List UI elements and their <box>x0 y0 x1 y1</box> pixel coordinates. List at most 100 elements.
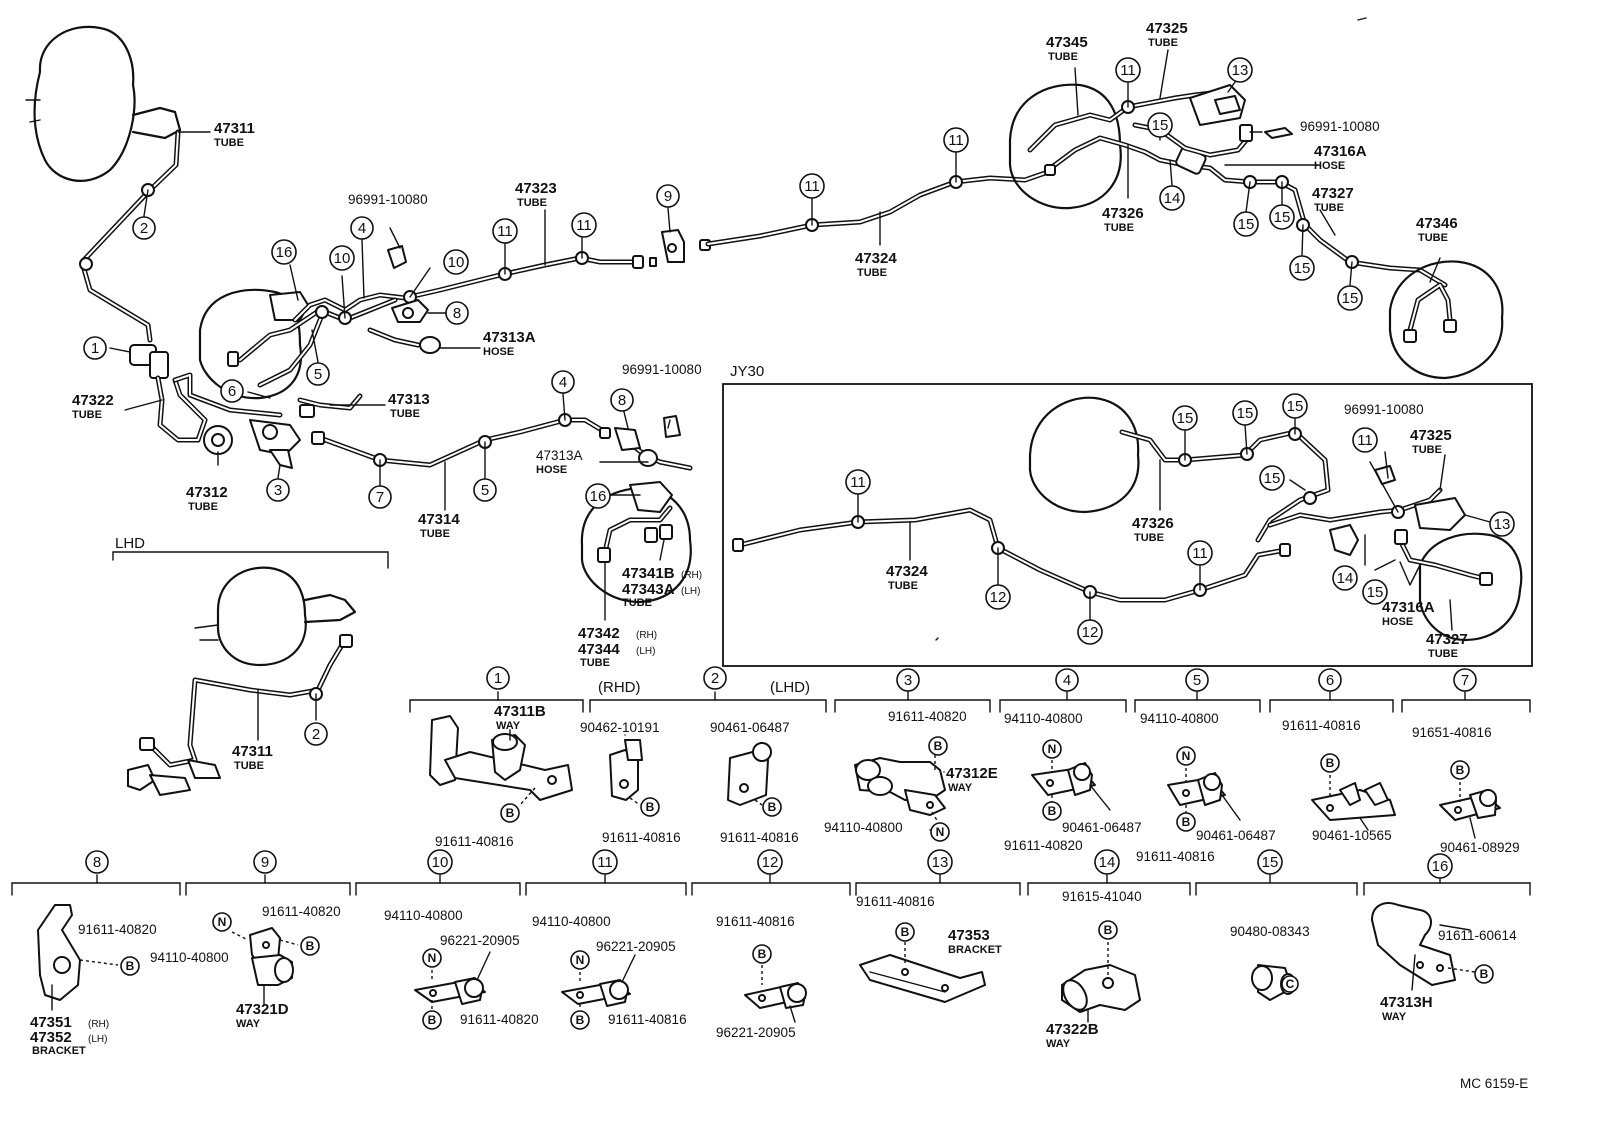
part-label: 47343A <box>622 581 675 598</box>
section-16-header: 16 <box>1427 853 1453 879</box>
part-label: TUBE <box>888 580 918 592</box>
part-label: (LH) <box>88 1034 107 1045</box>
part-label: HOSE <box>1314 160 1345 172</box>
part-label: 6 <box>228 383 236 400</box>
part-label: WAY <box>948 782 973 794</box>
part-label: (LHD) <box>770 679 810 696</box>
callout-10b: 10 <box>443 249 469 275</box>
part-label: 47312 <box>186 484 228 501</box>
callout-8: 8 <box>445 301 469 325</box>
callout-11e: 11 <box>1115 57 1141 83</box>
part-label: 96991-10080 <box>348 192 428 207</box>
badge-b-6: B <box>1320 753 1340 773</box>
part-label: 7 <box>1461 672 1469 689</box>
part-label: (RH) <box>681 570 702 581</box>
part-label: 90461-06487 <box>1196 828 1276 843</box>
part-label: 11 <box>850 474 866 491</box>
part-label: 2 <box>711 670 719 687</box>
part-label: (RH) <box>88 1019 109 1030</box>
part-label: B <box>768 800 777 814</box>
part-label: B <box>758 947 767 961</box>
part-label: 90461-08929 <box>1440 840 1520 855</box>
part-label: 10 <box>432 854 449 871</box>
part-label: 91611-40816 <box>856 894 935 909</box>
callout-14a: 14 <box>1159 185 1185 211</box>
callout-5b: 5 <box>473 478 497 502</box>
part-label: 15 <box>1287 398 1304 415</box>
part-label: 47341B <box>622 565 675 582</box>
part-label: 47313H <box>1380 994 1433 1011</box>
badge-b-2b: B <box>762 797 782 817</box>
part-label: 47324 <box>886 563 928 580</box>
rear-right-disc <box>1388 260 1504 380</box>
part-label: 47312E <box>946 765 998 782</box>
part-label: 96991-10080 <box>1300 119 1380 134</box>
section-brackets-row1 <box>409 691 1531 713</box>
tube-47311 <box>79 129 181 343</box>
part-label: 15 <box>1264 470 1281 487</box>
detail-10-clamp <box>414 951 491 1010</box>
part-label: 96991-10080 <box>1344 402 1424 417</box>
part-label: 47342 <box>578 625 620 642</box>
part-label: 47322 <box>72 392 114 409</box>
part-label: WAY <box>496 720 521 732</box>
badge-b-5: B <box>1176 812 1196 832</box>
callout-5: 5 <box>306 362 330 386</box>
part-label: 15 <box>1262 854 1279 871</box>
part-label: 7 <box>376 489 384 506</box>
part-label: TUBE <box>857 267 887 279</box>
part-label: 47322B <box>1046 1021 1099 1038</box>
badge-b-7: B <box>1450 760 1470 780</box>
part-label: 16 <box>590 488 607 505</box>
callout-16: 16 <box>271 239 297 265</box>
part-label: B <box>506 806 515 820</box>
badge-n-10: N <box>422 948 442 968</box>
part-label: TUBE <box>622 597 652 609</box>
detail-16-way <box>1371 902 1476 986</box>
front-left-brake <box>198 245 638 418</box>
part-label: 14 <box>1337 570 1354 587</box>
callout-4: 4 <box>350 216 374 240</box>
part-label: 96991-10080 <box>622 362 702 377</box>
part-label: B <box>126 959 135 973</box>
section-2-header: 2 <box>703 666 727 690</box>
badge-n-11: N <box>570 950 590 970</box>
part-label: 47311 <box>232 743 273 760</box>
badge-b-11: B <box>570 1010 590 1030</box>
part-label: 5 <box>314 366 322 383</box>
part-label: 15 <box>1367 584 1384 601</box>
part-label: N <box>1182 749 1191 763</box>
callout-12a: 12 <box>985 584 1011 610</box>
part-label: 47313 <box>388 391 430 408</box>
part-label: TUBE <box>390 408 420 420</box>
part-label: 96221-20905 <box>716 1025 796 1040</box>
tube-47324-top <box>705 169 1051 247</box>
part-label: 15 <box>1238 216 1255 233</box>
part-label: 90480-08343 <box>1230 924 1310 939</box>
part-label: B <box>1182 815 1191 829</box>
part-label: 47313A <box>483 329 536 346</box>
part-label: 15 <box>1237 405 1254 422</box>
part-label: 9 <box>664 188 672 205</box>
part-label: 8 <box>618 392 626 409</box>
callout-13b: 13 <box>1489 511 1515 537</box>
part-label: 94110-40800 <box>384 908 463 923</box>
part-label: 4 <box>559 374 567 391</box>
part-label: 14 <box>1099 854 1116 871</box>
part-label: 11 <box>497 223 513 240</box>
part-label: 47316A <box>1382 599 1435 616</box>
part-label: 47314 <box>418 511 460 528</box>
detail-3-way <box>854 755 946 823</box>
part-label: B <box>576 1013 585 1027</box>
badge-b-13: B <box>895 922 915 942</box>
badge-b-9: B <box>300 936 320 956</box>
part-label: (LH) <box>681 586 700 597</box>
part-label: 10 <box>334 250 351 267</box>
part-label: 96221-20905 <box>440 933 520 948</box>
part-label: 94110-40800 <box>150 950 229 965</box>
badge-b-4: B <box>1042 801 1062 821</box>
section-3-header: 3 <box>896 668 920 692</box>
detail-11-clamp <box>561 954 636 1010</box>
part-label: N <box>1048 742 1057 756</box>
